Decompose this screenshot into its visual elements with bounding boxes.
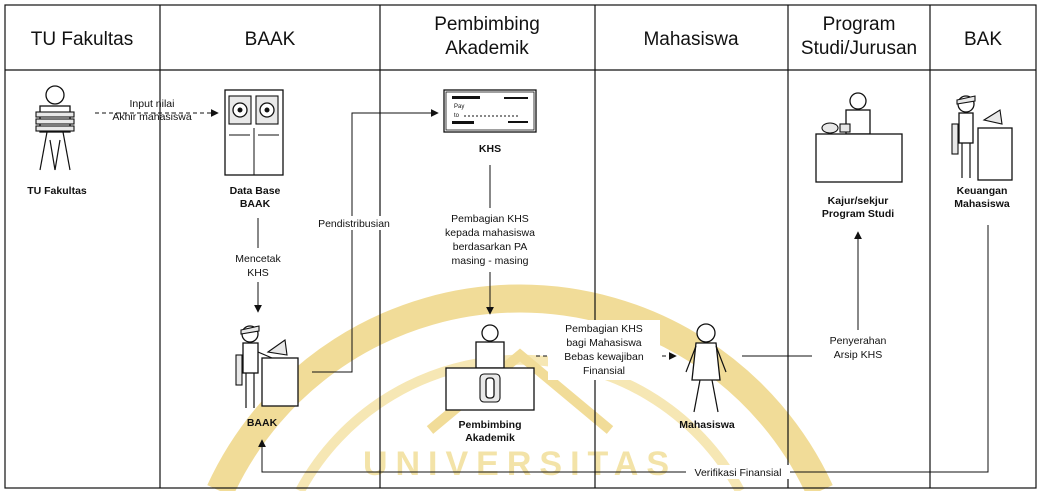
keuangan-worker-icon [951, 95, 1013, 181]
database-server-icon [224, 89, 284, 176]
input-nilai-label-line1: Input nilai [130, 98, 175, 110]
khs-to-text: to [454, 113, 460, 119]
keuangan-label-line2: Mahasiswa [954, 198, 1010, 210]
lane-header-baak: BAAK [245, 29, 296, 50]
pembagian-mhs-line2: bagi Mahasiswa [566, 337, 641, 349]
pembimbing-akademik-label-line2: Akademik [465, 432, 515, 444]
pembimbing-akademik-icon [445, 324, 535, 411]
mencetak-label-line1: Mencetak [235, 253, 281, 265]
penyerahan-line2: Arsip KHS [834, 349, 882, 361]
mahasiswa-label: Mahasiswa [679, 419, 735, 431]
lane-header-pa-line1: Pembimbing [434, 14, 540, 35]
input-nilai-label-line2: Akhir mahasiswa [112, 111, 192, 123]
arrow-verifikasi-finansial [258, 225, 989, 473]
khs-label: KHS [479, 143, 501, 155]
database-label-line2: BAAK [240, 198, 271, 210]
lane-header-bak: BAK [964, 29, 1002, 50]
baak-label: BAAK [247, 417, 278, 429]
khs-pay-text: Pay [454, 104, 464, 110]
pembimbing-akademik-label-line1: Pembimbing [458, 419, 521, 431]
verifikasi-label: Verifikasi Finansial [695, 467, 782, 479]
lane-header-mahasiswa: Mahasiswa [643, 29, 738, 50]
arrow-pendistribusian [312, 109, 439, 373]
baak-worker-icon [235, 325, 299, 408]
watermark-text: UNIVERSITAS [363, 445, 677, 483]
keuangan-label-line1: Keuangan [957, 185, 1008, 197]
pembagian-pa-line3: berdasarkan PA [453, 241, 528, 253]
lane-header-prodi-line2: Studi/Jurusan [801, 38, 917, 59]
tu-fakultas-person-icon [35, 85, 75, 171]
lane-header-prodi-line1: Program [823, 14, 896, 35]
lane-header-pa-line2: Akademik [445, 38, 529, 59]
tu-fakultas-label: TU Fakultas [27, 185, 87, 197]
penyerahan-line1: Penyerahan [830, 335, 887, 347]
kajur-at-desk-icon [815, 92, 903, 183]
pembagian-pa-line1: Pembagian KHS [451, 213, 529, 225]
lane-header-tu-fakultas: TU Fakultas [31, 29, 133, 50]
pembagian-mhs-line1: Pembagian KHS [565, 323, 643, 335]
pembagian-mhs-line3: Bebas kewajiban [564, 351, 644, 363]
swimlane-frame [4, 4, 1037, 489]
mahasiswa-person-icon [685, 323, 727, 413]
mencetak-label-line2: KHS [247, 267, 269, 279]
pembagian-pa-line4: masing - masing [451, 255, 528, 267]
khs-document-icon: Pay to [443, 89, 537, 133]
database-label-line1: Data Base [230, 185, 281, 197]
pendistribusian-label: Pendistribusian [318, 218, 390, 230]
pembagian-pa-line2: kepada mahasiswa [445, 227, 535, 239]
pembagian-mhs-line4: Finansial [583, 365, 625, 377]
kajur-label-line1: Kajur/sekjur [828, 195, 889, 207]
kajur-label-line2: Program Studi [822, 208, 894, 220]
